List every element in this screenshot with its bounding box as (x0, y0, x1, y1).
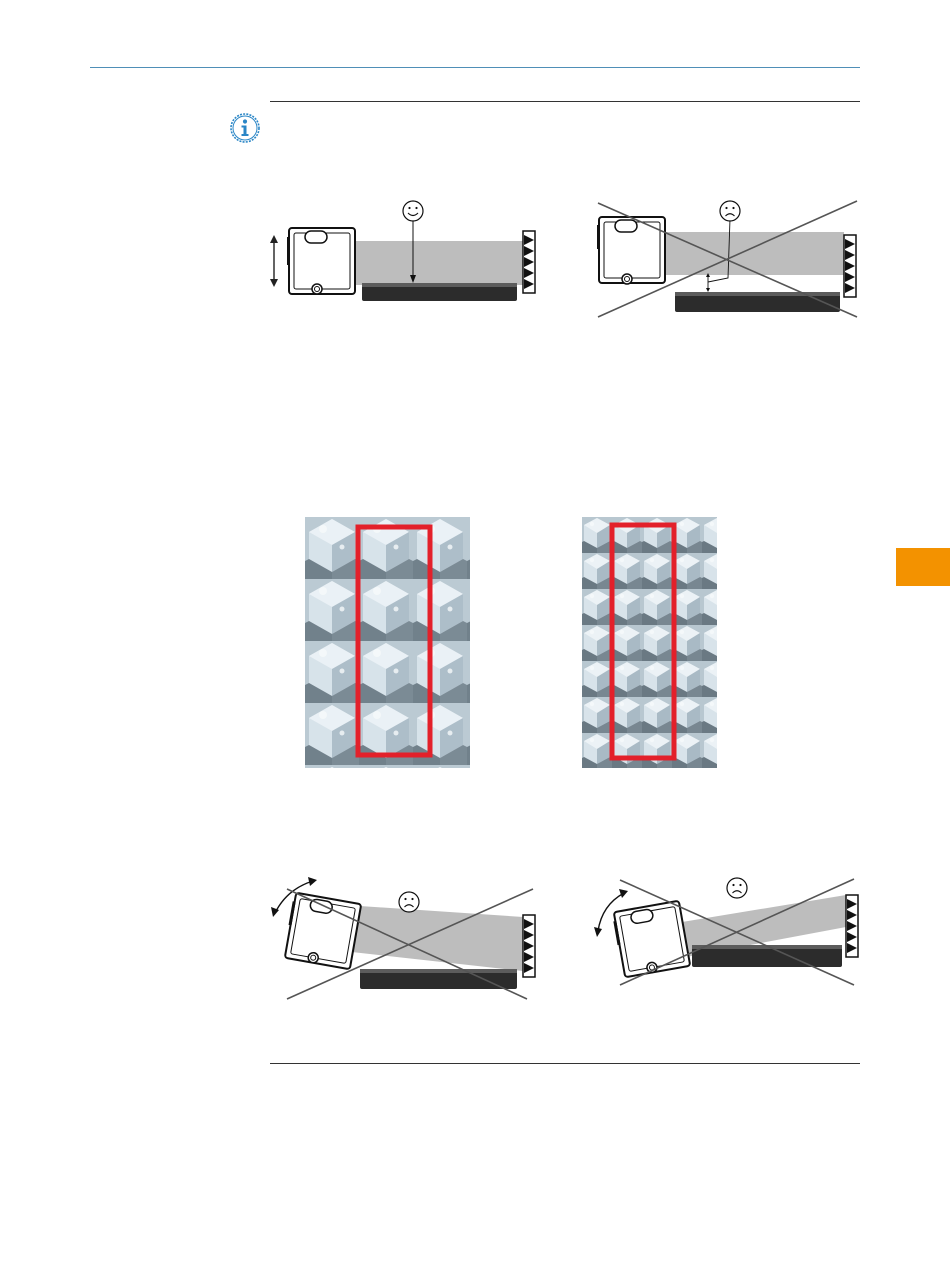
frown-face-icon (720, 201, 740, 221)
figure-incorrect-offset (595, 195, 860, 320)
info-icon (229, 112, 261, 144)
height-adjust-arrow (270, 235, 278, 287)
note-rule-bottom (270, 1063, 860, 1064)
frown-face-icon (399, 892, 419, 912)
smiley-face-icon (403, 201, 423, 221)
frown-face-icon (727, 878, 747, 898)
sensor-housing (597, 217, 665, 284)
reflector-photo-coarse (305, 517, 470, 768)
figure-incorrect-tilt-left (265, 875, 545, 1005)
reflector (523, 915, 535, 977)
chapter-tab (896, 548, 950, 586)
light-beam (661, 232, 844, 275)
figure-incorrect-tilt-right (590, 875, 860, 990)
figure-correct-alignment (265, 195, 545, 305)
light-beam (355, 241, 523, 285)
sensor-housing (612, 901, 690, 978)
reflector-photo-fine (582, 517, 717, 768)
reflector (846, 895, 858, 957)
reflector (523, 231, 535, 293)
sensor-housing (283, 892, 361, 969)
sensor-housing (287, 228, 355, 294)
reflector (844, 235, 856, 297)
header-rule (90, 67, 860, 68)
note-rule-top (270, 101, 860, 102)
